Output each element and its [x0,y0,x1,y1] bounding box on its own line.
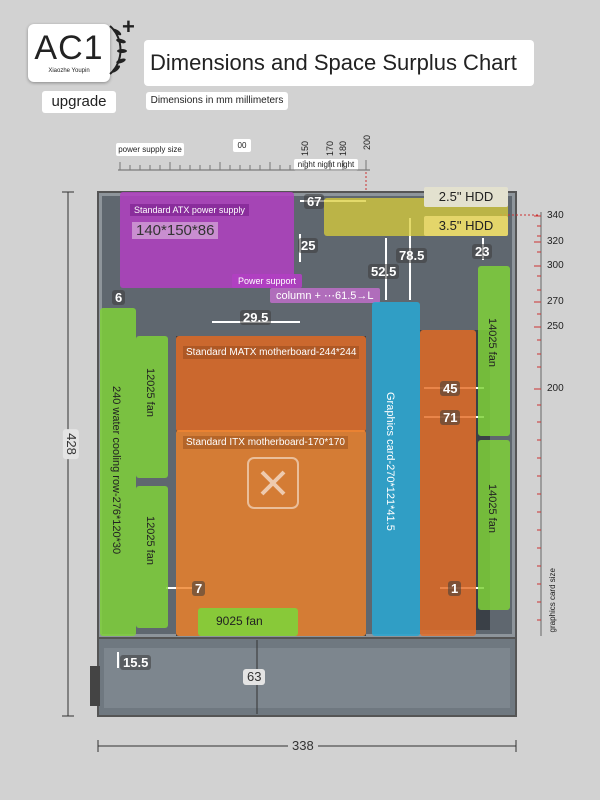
dim-6: 6 [112,290,126,305]
dim-29-5: 29.5 [240,310,272,325]
psu-ruler-night: night night night [294,159,358,171]
itx-label: Standard ITX motherboard-170*170 [183,436,348,449]
power-support-label: Power support [232,274,303,288]
x-logo-icon [247,457,299,509]
fan-12025-bottom-label: 12025 fan [144,516,156,565]
column-label: column + ⋯61.5→L [270,288,380,303]
dim-23: 23 [472,244,493,259]
fan-14025-bottom-label: 14025 fan [486,484,498,533]
fan-9025-label: 9025 fan [216,614,263,628]
fan-9025-area [198,608,298,636]
gpu-tick-320: 320 [547,236,564,247]
psu-size: 140*150*86 [132,222,219,239]
dim-1: 1 [448,581,462,596]
gpu-tick-270: 270 [547,296,564,307]
dim-7: 7 [192,581,206,596]
upgrade-badge: upgrade [42,91,116,113]
logo-text: AC1 [34,29,104,67]
fan-14025-top [478,266,510,436]
radiator-label: 240 water cooling row-276*120*30 [110,386,122,555]
gpu-area [372,302,420,636]
laurel-icon [109,25,127,75]
units-note: Dimensions in mm millimeters [146,92,288,110]
dim-63: 63 [243,669,266,685]
page-title: Dimensions and Space Surplus Chart [144,40,534,86]
gpu-ruler-label: graphics card size [548,568,557,633]
gpu-tick-200: 200 [547,383,564,394]
gpu-tick-340: 340 [547,210,564,221]
fan-14025-bottom [478,440,510,610]
hdd-35-label: 3.5" HDD [424,216,508,236]
fan-14025-top-label: 14025 fan [486,318,498,367]
psu-ruler-zero: 00 [233,139,251,152]
dim-15-5: 15.5 [120,655,152,670]
itx-area [176,430,366,636]
gpu-label: Graphics card-270*121*41.5 [384,392,396,531]
psu-label: Standard ATX power supply [130,204,249,216]
brand-logo: AC1 Xiaozhe Youpin [28,24,110,82]
gpu-tick-250: 250 [547,321,564,332]
fan-12025-top [136,336,168,478]
dim-78-5: 78.5 [396,248,428,263]
dim-67: 67 [304,194,325,209]
gpu-tick-300: 300 [547,260,564,271]
dim-71: 71 [440,410,461,425]
dim-45: 45 [440,381,461,396]
fan-12025-top-label: 12025 fan [144,368,156,417]
dim-52-5: 52.5 [368,264,400,279]
matx-area [176,336,366,432]
psu-ruler-label: power supply size [116,143,184,156]
dim-width-338: 338 [288,738,318,754]
hdd-25-label: 2.5" HDD [424,187,508,207]
logo-subtitle: Xiaozhe Youpin [48,68,90,74]
matx-label: Standard MATX motherboard-244*244 [183,346,360,359]
dim-25: 25 [298,238,319,253]
dim-height-428: 428 [62,429,79,459]
fan-12025-bottom [136,486,168,628]
radiator-area [100,308,136,636]
plus-icon: + [122,14,135,39]
